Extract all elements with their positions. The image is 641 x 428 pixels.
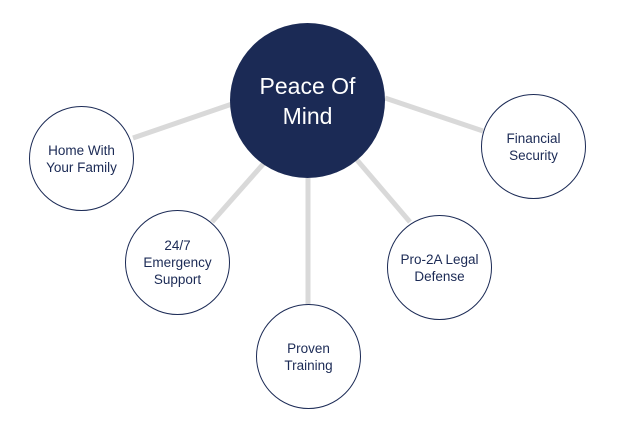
- connector-emergency: [210, 160, 267, 224]
- node-label: Financial Security: [506, 130, 561, 163]
- node-home-with-your-family: Home With Your Family: [29, 106, 134, 211]
- connector-financial: [384, 95, 484, 134]
- node-legal-defense: Pro-2A Legal Defense: [387, 215, 492, 320]
- node-label: Pro-2A Legal Defense: [400, 251, 479, 284]
- node-emergency-support: 24/7 Emergency Support: [125, 210, 230, 315]
- node-label: Home With Your Family: [46, 142, 117, 175]
- center-node-label: Peace Of Mind: [259, 72, 356, 129]
- connector-legal: [355, 158, 412, 224]
- node-label: 24/7 Emergency Support: [143, 238, 212, 287]
- center-node-peace-of-mind: Peace Of Mind: [230, 23, 385, 178]
- node-financial-security: Financial Security: [481, 94, 586, 199]
- connector-home: [132, 101, 233, 141]
- node-proven-training: Proven Training: [256, 304, 361, 409]
- node-label: Proven Training: [284, 340, 333, 373]
